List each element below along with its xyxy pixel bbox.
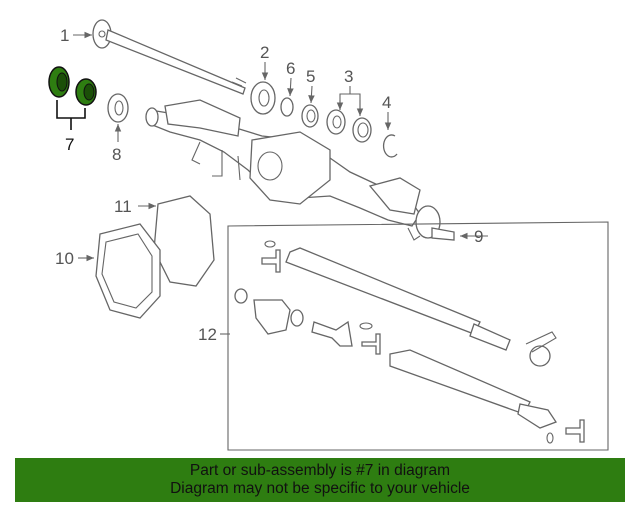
part-8-retainer[interactable] [107, 93, 129, 123]
axle-housing[interactable] [145, 99, 455, 241]
part-5-bearing[interactable] [301, 104, 319, 128]
callout-7: 7 [65, 135, 74, 154]
callout-5: 5 [306, 67, 315, 86]
part-4-snap-ring[interactable] [382, 134, 398, 158]
part-7-seal-left[interactable] [48, 66, 70, 98]
part-7-seal-right[interactable] [75, 78, 97, 106]
callout-1: 1 [60, 26, 69, 45]
part-10-cover[interactable] [95, 223, 161, 319]
callout-12: 12 [198, 325, 217, 344]
callout-2: 2 [260, 43, 269, 62]
callout-6: 6 [286, 59, 295, 78]
axle-shaft[interactable] [92, 19, 247, 95]
callout-11: 11 [114, 197, 132, 216]
part-3-bearing-set[interactable] [326, 109, 372, 143]
callout-4: 4 [382, 93, 391, 112]
rear-axle-parts-diagram: 1 7 8 2 6 5 3 [48, 19, 609, 451]
callout-3: 3 [344, 67, 353, 86]
callout-9: 9 [474, 227, 483, 246]
part-11-gasket[interactable] [153, 195, 215, 287]
callout-8: 8 [112, 145, 121, 164]
footer-banner: Part or sub-assembly is #7 in diagram Di… [15, 458, 625, 502]
footer-line-1: Part or sub-assembly is #7 in diagram [189, 462, 451, 479]
part-6-ring[interactable] [280, 97, 294, 117]
part-12-drive-shaft-box[interactable] [227, 221, 609, 451]
part-2-bearing-plate[interactable] [250, 81, 276, 115]
callout-10: 10 [55, 249, 74, 268]
footer-line-2: Diagram may not be specific to your vehi… [170, 480, 470, 497]
